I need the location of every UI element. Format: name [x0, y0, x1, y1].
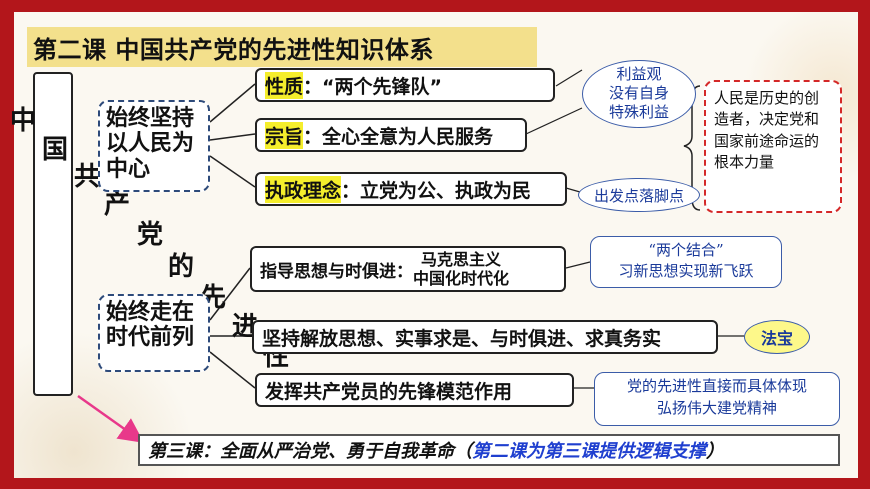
two-integrations-note: “两个结合” 习新思想实现新飞跃 — [590, 236, 782, 288]
vertical-char: 共 — [74, 162, 101, 192]
item-nature: 性质：“两个先锋队” — [255, 68, 555, 102]
logic-support-text: 第二课为第三课提供逻辑支撑 — [472, 441, 706, 462]
people-role-note: 人民是历史的创造者，决定党和国家前途命运的根本力量 — [704, 80, 842, 213]
vertical-char: 产 — [104, 190, 131, 220]
interest-view-line: 没有自身 — [608, 83, 669, 102]
item-purpose: 宗旨：全心全意为人民服务 — [255, 118, 527, 152]
two-integrations-title: “两个结合” — [648, 241, 724, 259]
next-lesson-close: ） — [706, 441, 724, 462]
group2-label: 始终走在时代前列 — [98, 294, 210, 372]
interest-view-note: 利益观 没有自身 特殊利益 — [582, 60, 696, 128]
item-governance-text: ：立党为公、执政为民 — [341, 179, 532, 202]
vertical-char: 党 — [137, 220, 164, 250]
sinicization-line: 中国化时代化 — [413, 269, 510, 288]
next-lesson-text: 第三课：全面从严治党、勇于自我革命（ — [148, 441, 472, 462]
vertical-title-box — [33, 72, 73, 396]
item-guiding-thought: 指导思想与时俱进： 马克思主义 中国化时代化 — [250, 246, 566, 292]
marxism-line: 马克思主义 — [421, 249, 502, 269]
item-nature-text: ：“两个先锋队” — [303, 75, 442, 98]
next-lesson-banner: 第三课：全面从严治党、勇于自我革命（第二课为第三课提供逻辑支撑） — [138, 434, 840, 466]
page-title: 第二课 中国共产党的先进性知识体系 — [27, 27, 537, 67]
group1-label: 始终坚持以人民为中心 — [98, 100, 210, 192]
item-guiding-thought-detail: 马克思主义 中国化时代化 — [413, 250, 509, 288]
magic-weapon-note: 法宝 — [744, 320, 810, 354]
vanguard-note-line: 党的先进性直接而具体体现 — [626, 377, 807, 395]
two-integrations-line: 习新思想实现新飞跃 — [618, 262, 754, 280]
starting-point-note: 出发点落脚点 — [578, 178, 700, 212]
item-governance: 执政理念：立党为公、执政为民 — [255, 172, 567, 206]
item-governance-label: 执政理念 — [265, 175, 342, 203]
vanguard-note: 党的先进性直接而具体体现 弘扬伟大建党精神 — [594, 372, 840, 426]
item-purpose-label: 宗旨 — [265, 121, 304, 149]
vertical-char: 国 — [42, 135, 69, 165]
item-guiding-thought-prefix: 指导思想与时俱进： — [260, 261, 413, 282]
vanguard-note-line: 弘扬伟大建党精神 — [656, 398, 777, 417]
item-purpose-text: ：全心全意为人民服务 — [303, 125, 494, 148]
item-principles: 坚持解放思想、实事求是、与时俱进、求真务实 — [252, 320, 718, 354]
item-nature-label: 性质 — [265, 71, 304, 99]
vertical-char: 的 — [168, 252, 195, 282]
item-vanguard-role: 发挥共产党员的先锋模范作用 — [255, 373, 574, 407]
interest-view-title: 利益观 — [616, 65, 662, 83]
vertical-char: 中 — [10, 106, 37, 136]
interest-view-line: 特殊利益 — [608, 102, 669, 121]
